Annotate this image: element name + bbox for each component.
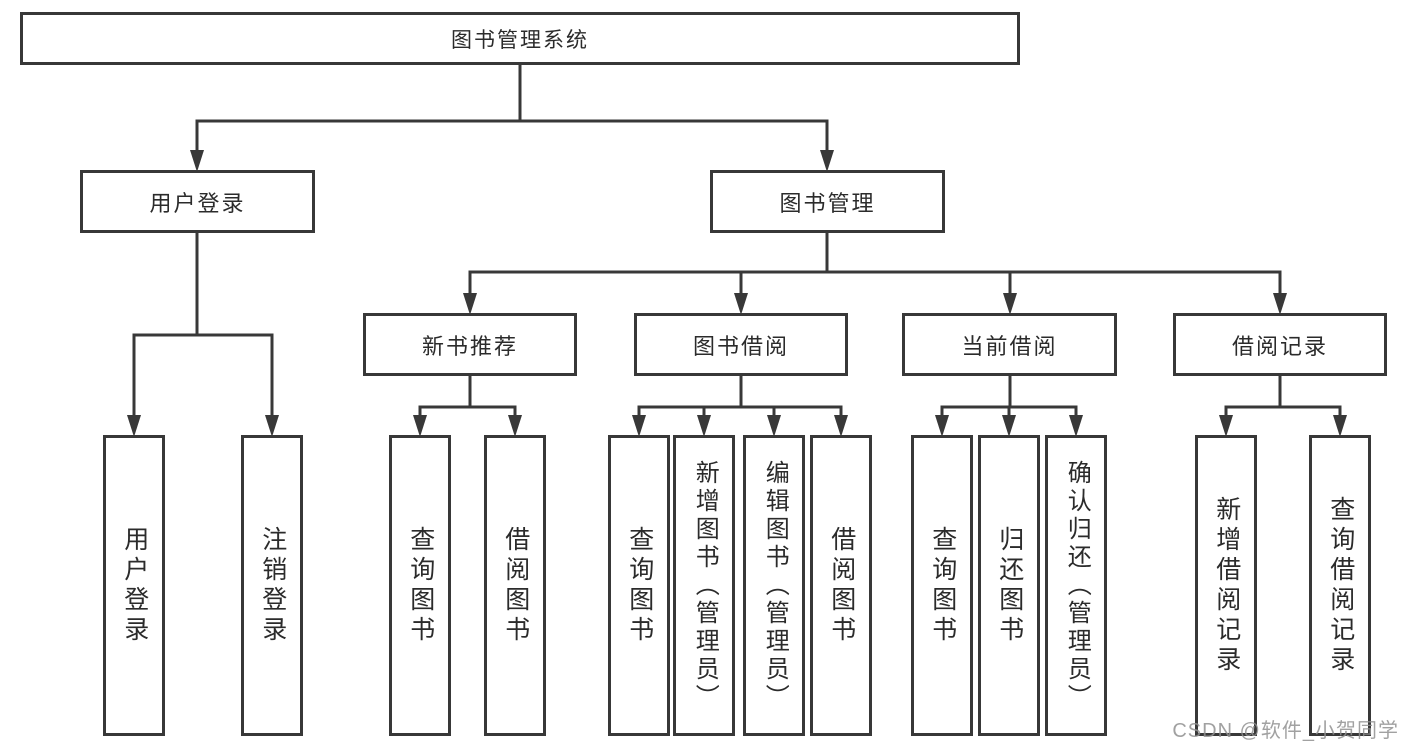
node-current-borrowing: 当前借阅: [902, 313, 1117, 376]
node-leaf-confirm-return-admin-label: 确认归还（管理员）: [1063, 459, 1091, 712]
node-leaf-add-borrow-record: 新增借阅记录: [1195, 435, 1257, 736]
node-leaf-edit-books-admin: 编辑图书（管理员）: [743, 435, 805, 736]
node-leaf-query-borrow-record: 查询借阅记录: [1309, 435, 1371, 736]
node-leaf-query-borrow-record-label: 查询借阅记录: [1326, 495, 1355, 676]
node-user-login: 用户登录: [80, 170, 315, 233]
node-borrowing-records-label: 借阅记录: [1231, 333, 1328, 359]
node-leaf-return-books-label: 归还图书: [995, 525, 1024, 646]
node-leaf-logout-label: 注销登录: [258, 525, 287, 646]
node-book-borrowing: 图书借阅: [634, 313, 848, 376]
node-leaf-borrow-books-label: 借阅图书: [827, 525, 856, 646]
node-leaf-query-books-recommend-label: 查询图书: [406, 525, 435, 646]
node-leaf-logout: 注销登录: [241, 435, 303, 736]
watermark-text: CSDN @软件_小贺同学: [1172, 720, 1399, 742]
node-library-system: 图书管理系统: [20, 12, 1020, 65]
node-leaf-add-books-admin: 新增图书（管理员）: [673, 435, 735, 736]
node-borrowing-records: 借阅记录: [1173, 313, 1387, 376]
node-book-management-label: 图书管理: [779, 190, 876, 216]
node-leaf-borrow-books-recommend-label: 借阅图书: [501, 525, 530, 646]
node-leaf-query-books-borrow: 查询图书: [608, 435, 670, 736]
node-leaf-return-books: 归还图书: [978, 435, 1040, 736]
node-leaf-add-books-admin-label: 新增图书（管理员）: [691, 459, 719, 712]
node-book-borrowing-label: 图书借阅: [692, 333, 789, 359]
node-leaf-query-books-borrow-label: 查询图书: [625, 525, 654, 646]
node-leaf-edit-books-admin-label: 编辑图书（管理员）: [761, 459, 789, 712]
node-leaf-query-books-recommend: 查询图书: [389, 435, 451, 736]
node-leaf-borrow-books-recommend: 借阅图书: [484, 435, 546, 736]
node-leaf-borrow-books: 借阅图书: [810, 435, 872, 736]
node-new-book-recommendation-label: 新书推荐: [421, 333, 518, 359]
node-leaf-user-login-label: 用户登录: [120, 525, 149, 646]
node-leaf-add-borrow-record-label: 新增借阅记录: [1212, 495, 1241, 676]
node-new-book-recommendation: 新书推荐: [363, 313, 577, 376]
node-book-management: 图书管理: [710, 170, 945, 233]
node-user-login-label: 用户登录: [149, 190, 246, 216]
node-leaf-query-books-current: 查询图书: [911, 435, 973, 736]
node-library-system-label: 图书管理系统: [451, 28, 589, 52]
node-leaf-user-login: 用户登录: [103, 435, 165, 736]
node-current-borrowing-label: 当前借阅: [961, 333, 1058, 359]
node-leaf-query-books-current-label: 查询图书: [928, 525, 957, 646]
node-leaf-confirm-return-admin: 确认归还（管理员）: [1045, 435, 1107, 736]
